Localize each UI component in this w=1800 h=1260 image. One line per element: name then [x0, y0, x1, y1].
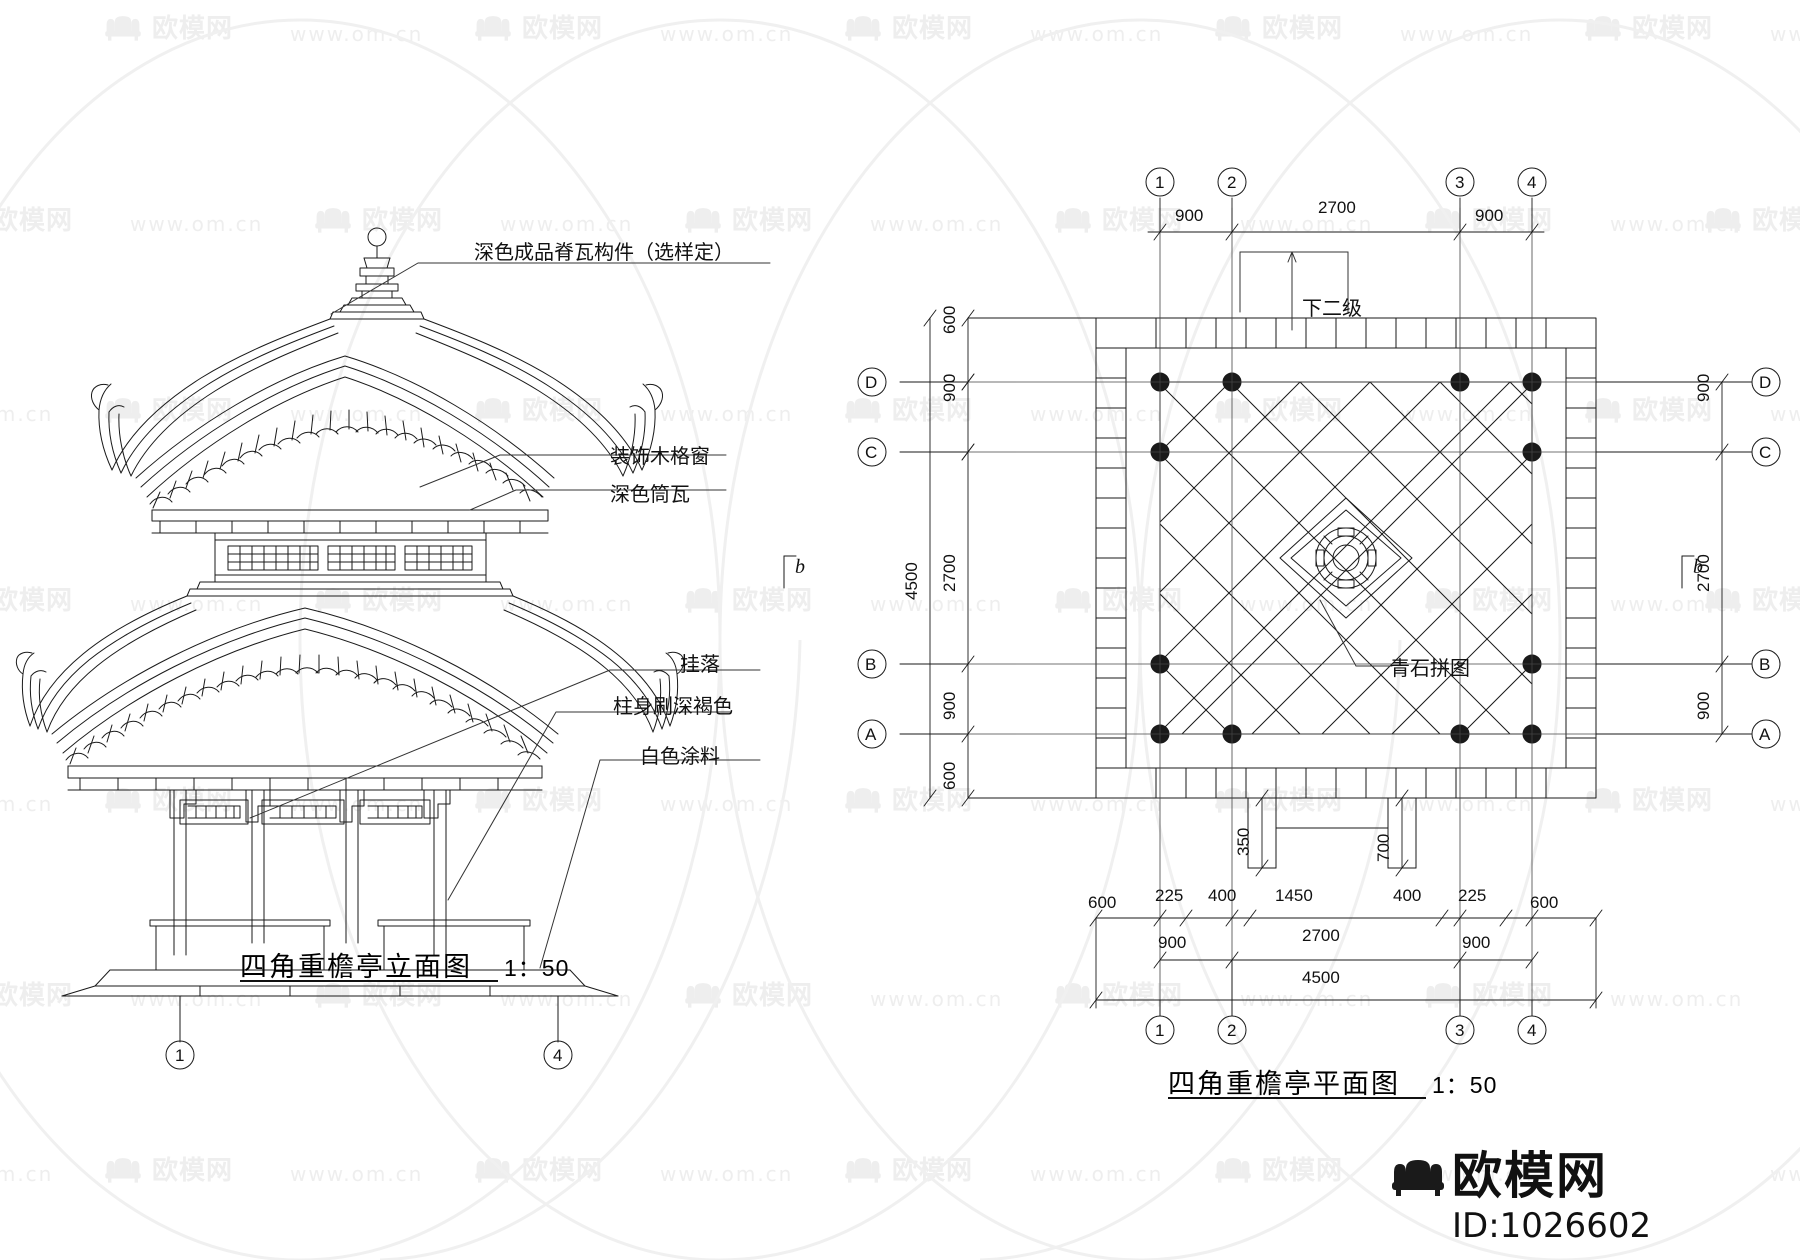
annotation-lattice-window: 装饰木格窗 — [610, 446, 710, 468]
plan-dim-b1-4: 1450 — [1275, 886, 1313, 905]
plan-dim-left-overall: 4500 — [902, 562, 921, 600]
plan-dim-b2-1: 900 — [1158, 933, 1187, 952]
plan-outer-platform — [1095, 317, 1597, 799]
annotation-ridge-tile: 深色成品脊瓦构件（选样定） — [474, 242, 734, 264]
brand-id: ID:1026602 — [1452, 1206, 1652, 1246]
plan-dim-left-2: 900 — [940, 373, 959, 402]
plan-bubble-top-3: 3 — [1455, 173, 1465, 192]
plan-bubble-bottom-3: 3 — [1455, 1021, 1465, 1040]
elevation-title-text: 四角重檐亭立面图 — [240, 952, 472, 982]
plan-bubble-right-a: A — [1759, 725, 1771, 744]
elevation-section-mark — [783, 555, 797, 589]
plan-bubble-right-d: D — [1759, 373, 1772, 392]
plan-dim-b2-2: 2700 — [1302, 926, 1340, 945]
plan-bubble-bottom-1: 1 — [1155, 1021, 1165, 1040]
annotation-second-step: 下二级 — [1302, 298, 1362, 320]
plan-bubble-bottom-2: 2 — [1227, 1021, 1237, 1040]
plan-dim-left-1: 600 — [940, 305, 959, 334]
plan-bubble-left-c: C — [865, 443, 878, 462]
upper-eave-soffit — [151, 509, 549, 534]
annotation-column-paint: 柱身刷深褐色 — [613, 696, 733, 718]
plan-dim-top-2: 2700 — [1318, 198, 1356, 217]
plan-bubble-right-b: B — [1759, 655, 1771, 674]
plan-bubble-right-c: C — [1759, 443, 1772, 462]
plan-dim-b1-7: 600 — [1530, 893, 1559, 912]
plan-dim-top-3: 900 — [1475, 206, 1504, 225]
upper-roof-tiles — [135, 355, 555, 509]
eave-corner-brackets — [169, 789, 451, 823]
plan-bubble-left-b: B — [865, 655, 877, 674]
annotation-white-coating: 白色涂料 — [640, 746, 720, 768]
plan-dim-interior-350: 350 — [1234, 827, 1253, 856]
sofa-logo-icon — [1392, 1159, 1444, 1196]
plan-bubble-left-d: D — [865, 373, 878, 392]
plan-dim-left-3: 2700 — [940, 554, 959, 592]
annotation-hanging-fascia: 挂落 — [680, 654, 720, 676]
elevation-leaders — [249, 262, 771, 969]
plan-grid-lines — [899, 207, 1701, 1011]
plan-dim-b3-overall: 4500 — [1302, 968, 1340, 987]
lower-roof-right-sweep — [503, 595, 685, 733]
plan-dim-b2-3: 900 — [1462, 933, 1491, 952]
annotation-dark-barrel-tile: 深色筒瓦 — [610, 484, 690, 506]
plan-title-scale: 1：50 — [1432, 1072, 1498, 1098]
brand-plate: 欧模网 ID:1026602 — [1392, 1146, 1782, 1246]
hanging-fascia-panels — [179, 799, 431, 825]
elevation-title-underline — [240, 980, 498, 982]
elevation-title: 四角重檐亭立面图 1：50 — [240, 945, 569, 984]
plan-dim-b1-2: 225 — [1155, 886, 1184, 905]
lower-roof-left-sweep — [15, 595, 197, 733]
plan-grid-bubbles — [857, 167, 1781, 1045]
plan-bubble-left-a: A — [865, 725, 877, 744]
plan-dim-b1-5: 400 — [1393, 886, 1422, 905]
plan-dim-b1-1: 600 — [1088, 893, 1117, 912]
plan-bluestone-field — [1159, 381, 1533, 735]
plan-section-mark-label: b — [1693, 556, 1703, 578]
plan-dim-right-1: 900 — [1694, 373, 1713, 402]
plan-bubble-top-4: 4 — [1527, 173, 1537, 192]
columns — [173, 789, 447, 956]
plan-bluestone-leader — [1319, 599, 1393, 667]
plan-dim-top-1: 900 — [1175, 206, 1204, 225]
lower-roof-tiles — [51, 607, 559, 765]
plan-dim-left-4: 900 — [940, 691, 959, 720]
plan-bubble-top-2: 2 — [1227, 173, 1237, 192]
brand-name: 欧模网 — [1452, 1146, 1608, 1205]
elevation-bubble-1: 1 — [175, 1046, 185, 1065]
upper-roof-right-sweep — [415, 318, 663, 477]
base-platform — [61, 969, 619, 997]
plan-dim-interior-700: 700 — [1374, 833, 1393, 862]
plan-dim-right-3: 900 — [1694, 691, 1713, 720]
plan-title-text: 四角重檐亭平面图 — [1168, 1069, 1400, 1099]
plan-title: 四角重檐亭平面图 1：50 — [1168, 1062, 1497, 1101]
plan-dimensions — [899, 197, 1741, 1009]
plan-dim-b1-6: 225 — [1458, 886, 1487, 905]
plan-step-leader — [1239, 251, 1349, 331]
elevation-section-mark-label: b — [795, 556, 805, 578]
elevation-title-scale: 1：50 — [504, 955, 570, 981]
plan-steps — [1247, 797, 1417, 869]
elevation-bubble-4: 4 — [553, 1046, 563, 1065]
plan-dim-b1-3: 400 — [1208, 886, 1237, 905]
plan-bubble-bottom-4: 4 — [1527, 1021, 1537, 1040]
upper-roof-left-sweep — [91, 318, 339, 477]
lower-eave-soffit — [67, 765, 543, 791]
plan-title-underline — [1168, 1097, 1426, 1099]
annotation-bluestone-pattern: 青石拼图 — [1390, 658, 1470, 680]
elevation-grid-bubbles — [165, 995, 573, 1070]
plan-central-medallion — [1279, 497, 1413, 619]
plan-section-mark — [1681, 555, 1695, 589]
plan-bubble-top-1: 1 — [1155, 173, 1165, 192]
plan-dim-left-5: 600 — [940, 761, 959, 790]
